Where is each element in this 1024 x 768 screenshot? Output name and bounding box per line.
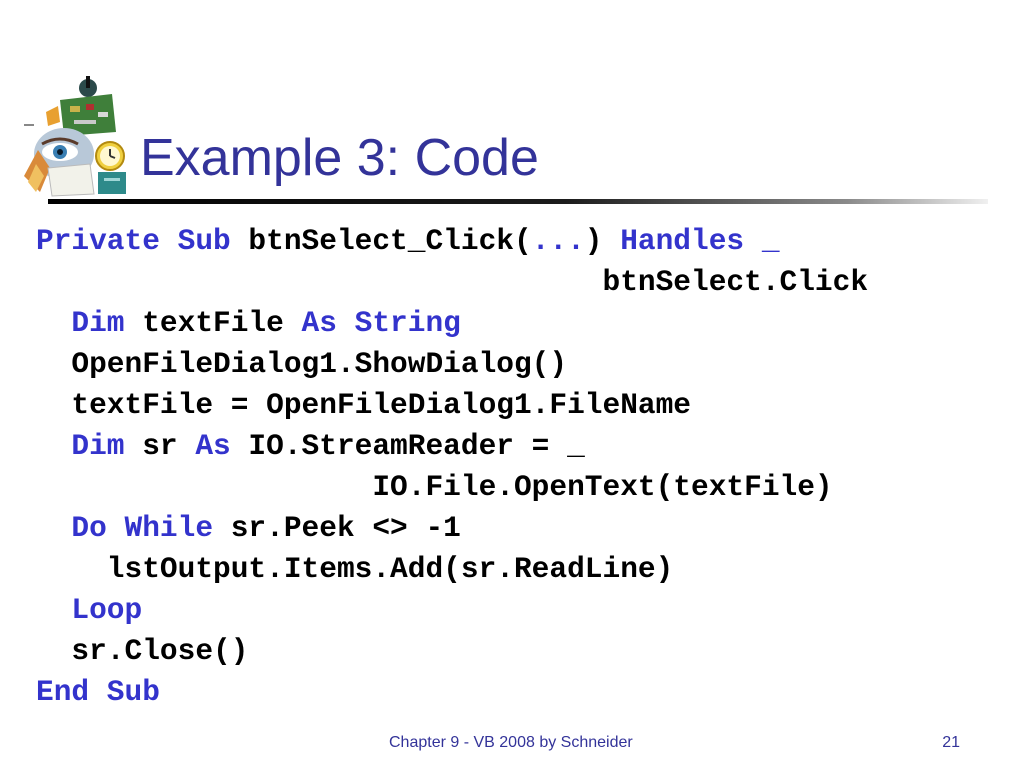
code-line: Do While sr.Peek <> -1 <box>36 508 868 549</box>
code-text <box>36 429 71 463</box>
code-line: sr.Close() <box>36 631 868 672</box>
code-line: Dim sr As IO.StreamReader = _ <box>36 426 868 467</box>
code-text: IO.StreamReader = _ <box>230 429 585 463</box>
code-keyword: As String <box>301 306 461 340</box>
code-text: sr.Close() <box>36 634 249 668</box>
code-text: IO.File.OpenText(textFile) <box>36 470 833 504</box>
code-text: OpenFileDialog1.ShowDialog() <box>36 347 568 381</box>
code-line: btnSelect.Click <box>36 262 868 303</box>
code-keyword: ... <box>531 224 585 258</box>
code-text: btnSelect_Click( <box>230 224 532 258</box>
clip-art-logo-icon <box>24 76 126 197</box>
code-line: OpenFileDialog1.ShowDialog() <box>36 344 868 385</box>
code-text <box>36 593 71 627</box>
code-text: lstOutput.Items.Add(sr.ReadLine) <box>36 552 674 586</box>
code-text: textFile <box>124 306 302 340</box>
code-text: textFile = OpenFileDialog1.FileName <box>36 388 692 422</box>
code-line: IO.File.OpenText(textFile) <box>36 467 868 508</box>
code-block: Private Sub btnSelect_Click(...) Handles… <box>36 221 868 713</box>
code-text <box>36 306 71 340</box>
code-line: lstOutput.Items.Add(sr.ReadLine) <box>36 549 868 590</box>
code-line: Loop <box>36 590 868 631</box>
code-keyword: As <box>195 429 231 463</box>
slide-title: Example 3: Code <box>140 129 539 187</box>
code-line: Dim textFile As String <box>36 303 868 344</box>
page-number: 21 <box>942 734 960 751</box>
code-keyword: End Sub <box>36 675 160 709</box>
code-line: Private Sub btnSelect_Click(...) Handles… <box>36 221 868 262</box>
code-keyword: Do While <box>71 511 214 545</box>
code-keyword: Dim <box>71 306 125 340</box>
code-text <box>36 511 71 545</box>
code-line: textFile = OpenFileDialog1.FileName <box>36 385 868 426</box>
code-keyword: Dim <box>71 429 125 463</box>
code-text: sr.Peek <> -1 <box>213 511 461 545</box>
code-keyword: Handles _ <box>620 224 780 258</box>
code-keyword: Loop <box>71 593 143 627</box>
code-keyword: Private Sub <box>36 224 231 258</box>
footer-text: Chapter 9 - VB 2008 by Schneider <box>389 734 633 751</box>
code-text: btnSelect.Click <box>36 265 869 299</box>
title-divider <box>48 199 988 204</box>
code-text: sr <box>124 429 196 463</box>
code-line: End Sub <box>36 672 868 713</box>
code-text: ) <box>584 224 621 258</box>
